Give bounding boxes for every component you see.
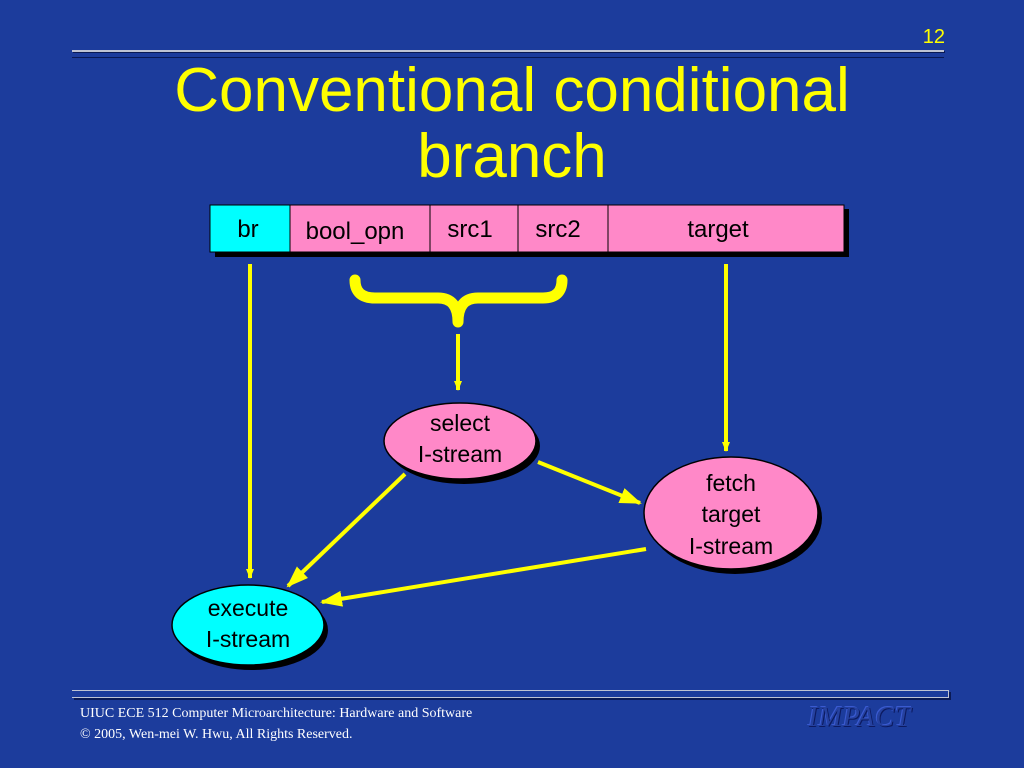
field-src1: [429, 204, 519, 253]
arrow-select-to-execute: [286, 472, 407, 588]
title-line-1: Conventional conditional: [174, 56, 850, 125]
footer-course: UIUC ECE 512 Computer Microarchitecture:…: [80, 706, 473, 721]
field-src2: [517, 204, 609, 253]
field-target: [607, 204, 845, 253]
arrow-fetch-to-execute: [320, 547, 647, 607]
node-select-shape: [383, 402, 537, 480]
node-select-line2: I-stream: [418, 441, 502, 467]
field-br: [209, 204, 291, 253]
title-rule-shadow: [72, 57, 944, 58]
footer-credits: UIUC ECE 512 Computer Microarchitecture:…: [80, 703, 472, 745]
slide-title: Conventional conditional branch: [72, 58, 952, 190]
node-execute-line2: I-stream: [206, 626, 290, 652]
arrow-select-to-fetch: [537, 460, 642, 505]
node-fetch-line3: I-stream: [689, 533, 773, 559]
title-rule: [72, 50, 944, 52]
node-fetch-target-istream: fetch target I-stream: [643, 456, 822, 574]
footer-copyright: © 2005, Wen-mei W. Hwu, All Rights Reser…: [80, 727, 353, 742]
field-bool-opn-label: bool_opn: [306, 218, 405, 245]
node-execute-shape: [171, 584, 325, 666]
node-fetch-line1: fetch: [706, 470, 756, 496]
node-execute-line1: execute: [208, 595, 289, 621]
node-select-istream: select I-stream: [383, 402, 540, 484]
page-number: 12: [922, 26, 945, 48]
node-fetch-shape: [643, 456, 819, 570]
field-bool-opn: [289, 204, 431, 253]
footer-rule: [72, 690, 949, 698]
field-target-label: target: [687, 216, 749, 243]
field-br-label: br: [237, 216, 258, 243]
instruction-format: br bool_opn src1 src2 target: [209, 204, 849, 257]
field-src1-label: src1: [447, 216, 492, 243]
node-execute-istream: execute I-stream: [171, 584, 328, 670]
node-fetch-line2: target: [702, 501, 761, 527]
field-src2-label: src2: [535, 216, 580, 243]
node-select-line1: select: [430, 410, 491, 436]
impact-logo: IMPACT: [808, 702, 912, 733]
operand-brace: [349, 274, 568, 328]
title-line-2: branch: [417, 122, 607, 191]
